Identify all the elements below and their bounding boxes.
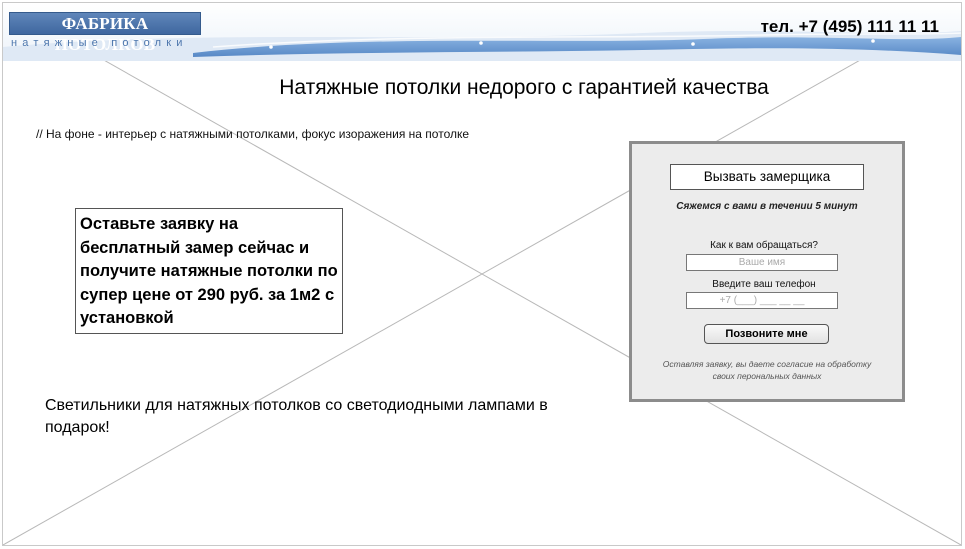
phone-input[interactable] — [686, 292, 838, 309]
header: ФАБРИКА ПОТОЛКОВ натяжные потолки тел. +… — [3, 3, 961, 61]
phone-number: тел. +7 (495) 111 11 11 — [760, 17, 939, 36]
call-me-button[interactable]: Позвоните мне — [704, 324, 829, 344]
callback-form: Вызвать замерщика Сяжемся с вами в течен… — [629, 141, 905, 402]
name-input[interactable] — [686, 254, 838, 271]
background-note: // На фоне - интерьер с натяжными потолк… — [36, 127, 470, 141]
logo[interactable]: ФАБРИКА ПОТОЛКОВ натяжные потолки — [9, 12, 201, 54]
call-measurer-button[interactable]: Вызвать замерщика — [670, 164, 864, 190]
form-subtitle: Сяжемся с вами в течении 5 минут — [676, 201, 858, 212]
name-label: Как к вам обращаться? — [710, 240, 818, 251]
phone-label: Введите ваш телефон — [712, 279, 816, 290]
gift-text: Светильники для натяжных потолков со све… — [45, 397, 548, 436]
logo-subtitle: натяжные потолки — [11, 37, 188, 49]
image-placeholder-cross — [3, 3, 961, 545]
offer-box: Оставьте заявку на бесплатный замер сейч… — [75, 208, 343, 334]
header-wave-decoration — [3, 31, 961, 61]
logo-title: ФАБРИКА ПОТОЛКОВ — [9, 12, 201, 54]
page-title: Натяжные потолки недорого с гарантией ка… — [279, 76, 769, 99]
consent-text: Оставляя заявку, вы даете согласие на об… — [662, 359, 872, 381]
